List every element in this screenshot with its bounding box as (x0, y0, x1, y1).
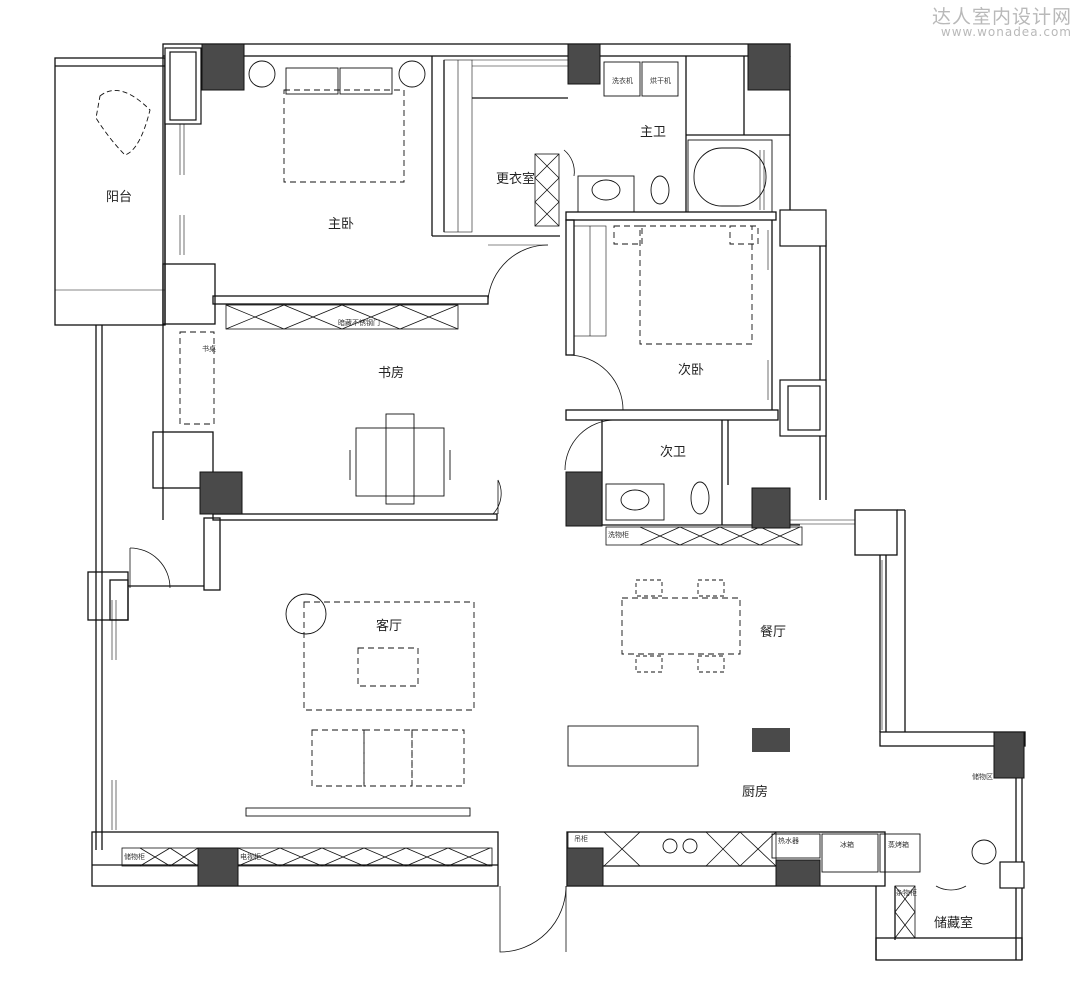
cabinet-bath-row (605, 526, 803, 546)
wall-bottom-left (91, 831, 499, 887)
label-kitchen: 厨房 (742, 785, 769, 800)
wall-second-bed-south (565, 409, 779, 421)
column (747, 43, 791, 91)
wall-master-bath (565, 211, 777, 221)
column (751, 487, 791, 529)
label-water-heater: 热水器 (778, 837, 799, 845)
label-walk-in-closet: 更衣室 (496, 172, 536, 187)
column (567, 43, 601, 85)
label-living-room: 客厅 (376, 619, 403, 634)
watermark-url: www.wonadea.com (940, 25, 1072, 39)
label-steam-oven: 蒸烤箱 (888, 841, 909, 849)
label-fridge: 冰箱 (840, 841, 854, 849)
label-balcony: 阳台 (106, 190, 133, 205)
column (199, 471, 243, 515)
wall-right-dining (854, 509, 898, 556)
column (197, 847, 239, 887)
label-second-bedroom: 次卧 (678, 363, 705, 378)
watermark-brand: 达人室内设计网 (931, 6, 1072, 28)
wall-storage-bottom (875, 937, 1023, 961)
label-storage-area: 储物区 (972, 773, 993, 781)
label-master-bath: 主卫 (640, 125, 667, 140)
label-desk: 书桌 (202, 345, 216, 353)
column (993, 731, 1025, 779)
label-wall-cabinet: 吊柜 (574, 835, 588, 843)
label-storage-cabinet: 储物柜 (124, 853, 145, 861)
wall-second-bed-west (565, 219, 575, 356)
column (565, 471, 603, 527)
label-master-bedroom: 主卧 (328, 217, 355, 232)
label-storage-room: 储藏室 (934, 916, 974, 931)
wall-bottom-right (566, 831, 886, 887)
label-misc-cabinet: 杂物柜 (896, 889, 917, 897)
label-second-bath: 次卫 (660, 445, 687, 460)
label-dryer: 烘干机 (650, 77, 671, 85)
label-study: 书房 (378, 366, 405, 381)
column (775, 859, 821, 887)
wall-study-south (212, 513, 498, 521)
wall-master-south (212, 295, 489, 305)
wall-kitchen-right (879, 731, 1026, 747)
column (201, 43, 245, 91)
master-bed (283, 89, 405, 183)
label-washer: 洗衣机 (612, 77, 633, 85)
label-wardrobe-sign: 暗藏不锈钢门 (338, 319, 380, 327)
label-dining-room: 餐厅 (760, 625, 787, 640)
label-washbasin-cabinet: 洗物柜 (608, 531, 629, 539)
closet-shelf (534, 153, 560, 227)
label-tv-cabinet: 电视柜 (240, 853, 261, 861)
wall-top (162, 43, 791, 57)
column (566, 847, 604, 887)
